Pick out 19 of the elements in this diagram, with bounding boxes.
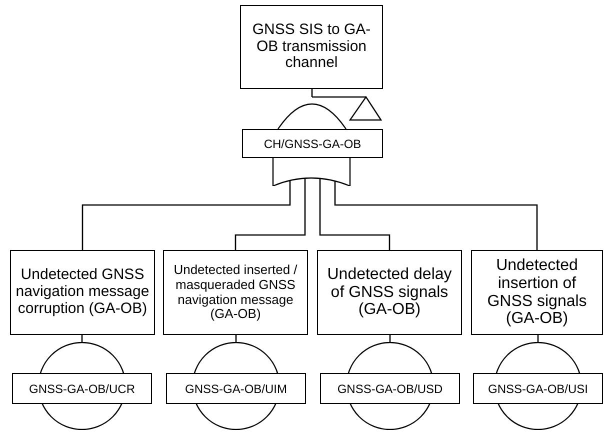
event-box bbox=[163, 250, 308, 335]
event-id-label: GNSS-GA-OB/UIM bbox=[166, 373, 306, 404]
event-id-label: GNSS-GA-OB/USI bbox=[473, 373, 603, 404]
event-label: Undetected GNSS navigation message corruption (GA-OB) bbox=[14, 267, 150, 318]
event-label: GNSS SIS to GA-OB transmission channel bbox=[251, 22, 372, 72]
connector-line bbox=[234, 178, 306, 250]
event-box bbox=[10, 250, 155, 335]
event-id-label: GNSS-GA-OB/USD bbox=[320, 373, 460, 404]
connector-line bbox=[82, 180, 291, 250]
connector-line bbox=[319, 178, 390, 250]
event-id-label: GNSS-GA-OB/UCR bbox=[12, 373, 152, 404]
connector-line bbox=[334, 181, 538, 250]
event-box bbox=[240, 5, 383, 89]
gate-id-label: CH/GNSS-GA-OB bbox=[242, 129, 383, 158]
event-box bbox=[317, 250, 462, 335]
event-label: Undetected delay of GNSS signals (GA-OB) bbox=[326, 266, 453, 320]
event-box bbox=[471, 250, 603, 335]
event-label: Undetected insertion of GNSS signals (GA-OB) bbox=[486, 256, 588, 328]
event-label: Undetected inserted / masqueraded GNSS navigation message (GA-OB) bbox=[172, 263, 298, 322]
